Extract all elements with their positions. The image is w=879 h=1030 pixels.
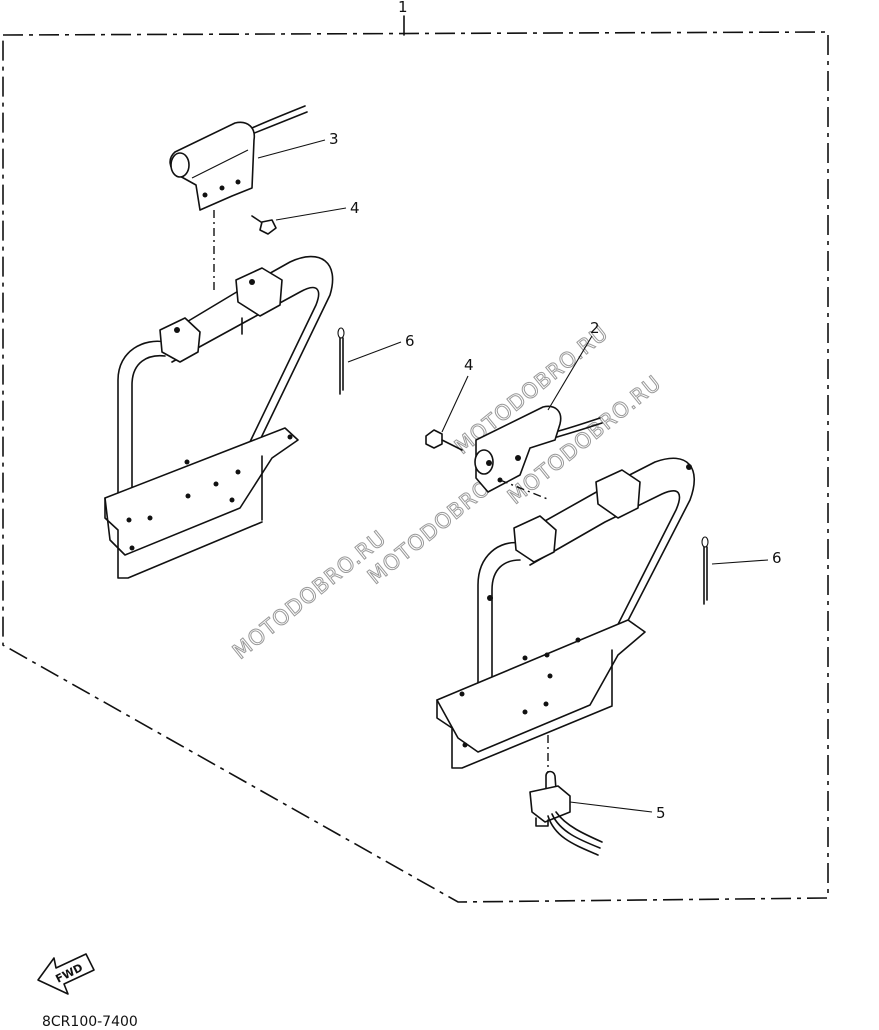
callout-2: 2 <box>590 319 600 337</box>
callout-6-right: 6 <box>772 549 782 567</box>
bolt-right <box>425 429 463 451</box>
bolt-left <box>251 215 277 235</box>
leader-3 <box>257 139 326 159</box>
callout-5: 5 <box>656 804 666 822</box>
callout-4-right: 4 <box>464 356 474 374</box>
bracket-left <box>104 255 334 579</box>
bracket-right <box>436 457 695 769</box>
right-assembly: 2 4 <box>425 319 782 856</box>
leader-5 <box>569 801 653 813</box>
leader-6-right <box>711 559 769 565</box>
control-mount-right <box>474 405 603 493</box>
callout-4-left: 4 <box>350 199 360 217</box>
leader-4-right <box>441 375 469 433</box>
leader-2 <box>547 335 593 411</box>
leader-6-left <box>347 341 402 363</box>
switch-5 <box>529 770 603 856</box>
callout-6-left: 6 <box>405 332 415 350</box>
callout-3: 3 <box>329 130 339 148</box>
fwd-arrow: FWD <box>37 953 95 995</box>
left-assembly: 3 4 <box>104 105 415 579</box>
kit-boundary <box>2 31 829 903</box>
control-mount-left <box>169 105 308 211</box>
pin-right <box>701 536 709 605</box>
pin-left <box>337 327 345 395</box>
callout-1: 1 <box>398 0 408 16</box>
leader-4-left <box>275 207 347 221</box>
diagram-code: 8CR100-7400 <box>42 1014 138 1030</box>
watermark-1: MOTODOBRO.RU <box>228 526 391 664</box>
